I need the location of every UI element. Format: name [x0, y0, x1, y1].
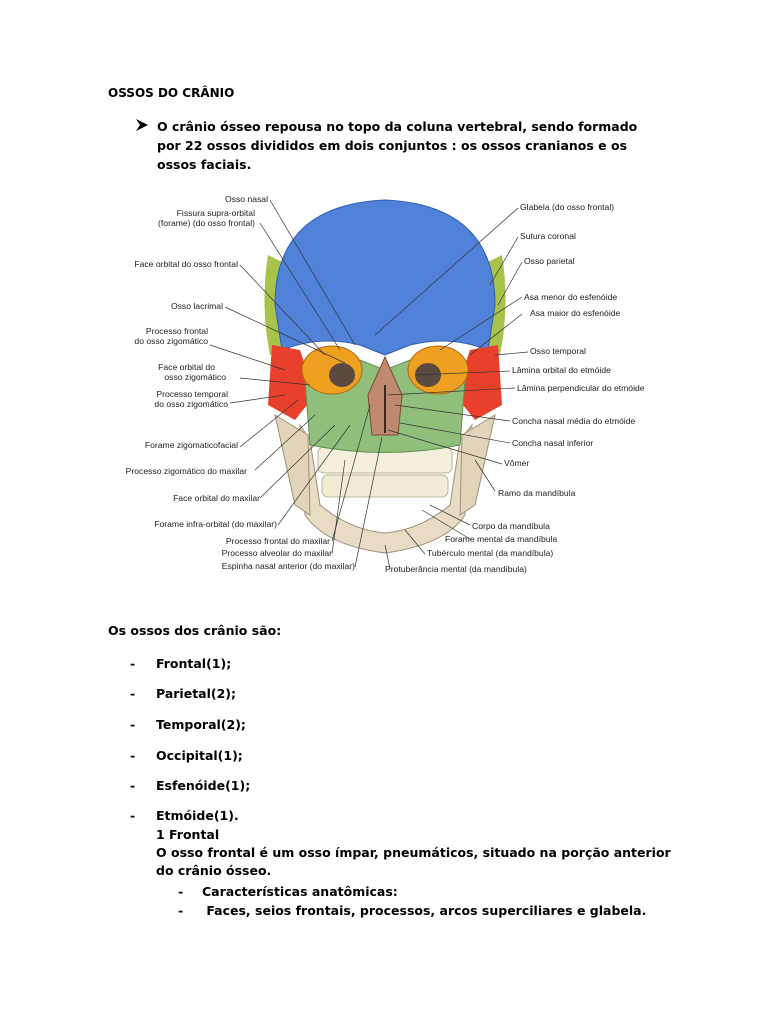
dash-bullet: - — [130, 656, 136, 671]
bone-temporal: Temporal(2); — [156, 717, 246, 732]
dash-bullet: - — [130, 686, 136, 701]
label-face-orbital-zig-1: Face orbital do — [158, 362, 215, 372]
detail-text: O osso frontal é um osso ímpar, pneumáti… — [156, 845, 671, 878]
label-processo-frontal-zig-2: do osso zigomático — [134, 336, 208, 346]
label-fissura-forame: (forame) (do osso frontal) — [158, 218, 255, 228]
labels-left: Osso nasal Fissura supra-orbital (forame… — [126, 194, 355, 571]
label-glabela: Glabela (do osso frontal) — [520, 202, 614, 212]
bone-frontal: Frontal(1); — [156, 656, 232, 671]
skull-anatomy-figure: Osso nasal Fissura supra-orbital (forame… — [126, 194, 645, 574]
label-face-orbital-zig-2: osso zigomático — [164, 372, 226, 382]
dash-bullet: - — [130, 748, 136, 763]
label-tuberculo-mental: Tubérculo mental (da mandíbula) — [427, 548, 553, 558]
orbit-right-inner — [415, 363, 441, 387]
label-lamina-perpendicular-etmoide: Lâmina perpendicular do etmóide — [517, 383, 645, 393]
sub-item-anatomicas: Características anatômicas: — [202, 884, 398, 899]
bone-occipital: Occipital(1); — [156, 748, 243, 763]
sub-item-faces: Faces, seios frontais, processos, arcos … — [202, 903, 647, 918]
label-forame-zigomaticofacial: Forame zigomaticofacial — [145, 440, 238, 450]
label-vomer: Vômer — [504, 458, 529, 468]
orbit-left-inner — [329, 363, 355, 387]
mandible-ramus-left — [274, 413, 311, 516]
label-lamina-orbital-etmoide: Lâmina orbital do etmóide — [512, 365, 611, 375]
detail-heading: 1 Frontal — [156, 827, 220, 842]
dash-bullet: - — [130, 808, 136, 823]
label-asa-maior-esfenoide: Asa maior do esfenóide — [530, 308, 621, 318]
label-concha-nasal-media: Concha nasal média do etmóide — [512, 416, 635, 426]
frontal-bone — [274, 199, 496, 356]
label-face-orbital-frontal: Face orbital do osso frontal — [134, 259, 238, 269]
dash-bullet: - — [178, 903, 184, 918]
label-corpo-mandibula: Corpo da mandíbula — [472, 521, 550, 531]
arrow-bullet-icon — [136, 119, 148, 131]
label-osso-temporal: Osso temporal — [530, 346, 586, 356]
label-processo-frontal-maxilar: Processo frontal do maxilar — [226, 536, 330, 546]
mandible-ramus-right — [459, 413, 496, 516]
label-fissura-supra-orbital: Fissura supra-orbital — [177, 208, 255, 218]
label-espinha-nasal-anterior: Espinha nasal anterior (do maxilar) — [222, 561, 355, 571]
document-title: OSSOS DO CRÂNIO — [108, 86, 235, 100]
dash-bullet: - — [130, 717, 136, 732]
label-face-orbital-maxilar: Face orbital do maxilar — [173, 493, 260, 503]
label-osso-nasal: Osso nasal — [225, 194, 268, 204]
dash-bullet: - — [130, 778, 136, 793]
intro-text: O crânio ósseo repousa no topo da coluna… — [157, 119, 638, 172]
bone-esfenoide: Esfenóide(1); — [156, 778, 251, 793]
label-protuberancia-mental: Protuberância mental (da mandíbula) — [385, 564, 527, 574]
label-sutura-coronal: Sutura coronal — [520, 231, 576, 241]
label-processo-frontal-zig-1: Processo frontal — [146, 326, 208, 336]
label-processo-temporal-zig-1: Processo temporal — [156, 389, 228, 399]
label-processo-alveolar-maxilar: Processo alveolar do maxilar — [222, 548, 332, 558]
frontal-detail: 1 Frontal O osso frontal é um osso ímpar… — [156, 826, 676, 880]
label-forame-infra-orbital: Forame infra-orbital (do maxilar) — [154, 519, 277, 529]
labels-right: Glabela (do osso frontal) Sutura coronal… — [385, 202, 645, 574]
leader-lines — [209, 199, 529, 570]
label-concha-nasal-inferior: Concha nasal inferior — [512, 438, 593, 448]
label-forame-mental: Forame mental da mandíbula — [445, 534, 557, 544]
label-processo-temporal-zig-2: do osso zigomático — [154, 399, 228, 409]
bone-etmoide: Etmóide(1). — [156, 808, 239, 823]
mandible-shape — [299, 423, 473, 554]
bones-list-heading: Os ossos dos crânio são: — [108, 623, 282, 638]
skull-illustration — [264, 199, 506, 554]
label-osso-parietal: Osso parietal — [524, 256, 575, 266]
label-processo-zigomatico-maxilar: Processo zigomático do maxilar — [126, 466, 247, 476]
label-asa-menor-esfenoide: Asa menor do esfenóide — [524, 292, 617, 302]
label-osso-lacrimal: Osso lacrimal — [171, 301, 223, 311]
lower-teeth — [321, 474, 449, 498]
bone-parietal: Parietal(2); — [156, 686, 237, 701]
label-ramo-mandibula: Ramo da mandíbula — [498, 488, 576, 498]
dash-bullet: - — [178, 884, 184, 899]
